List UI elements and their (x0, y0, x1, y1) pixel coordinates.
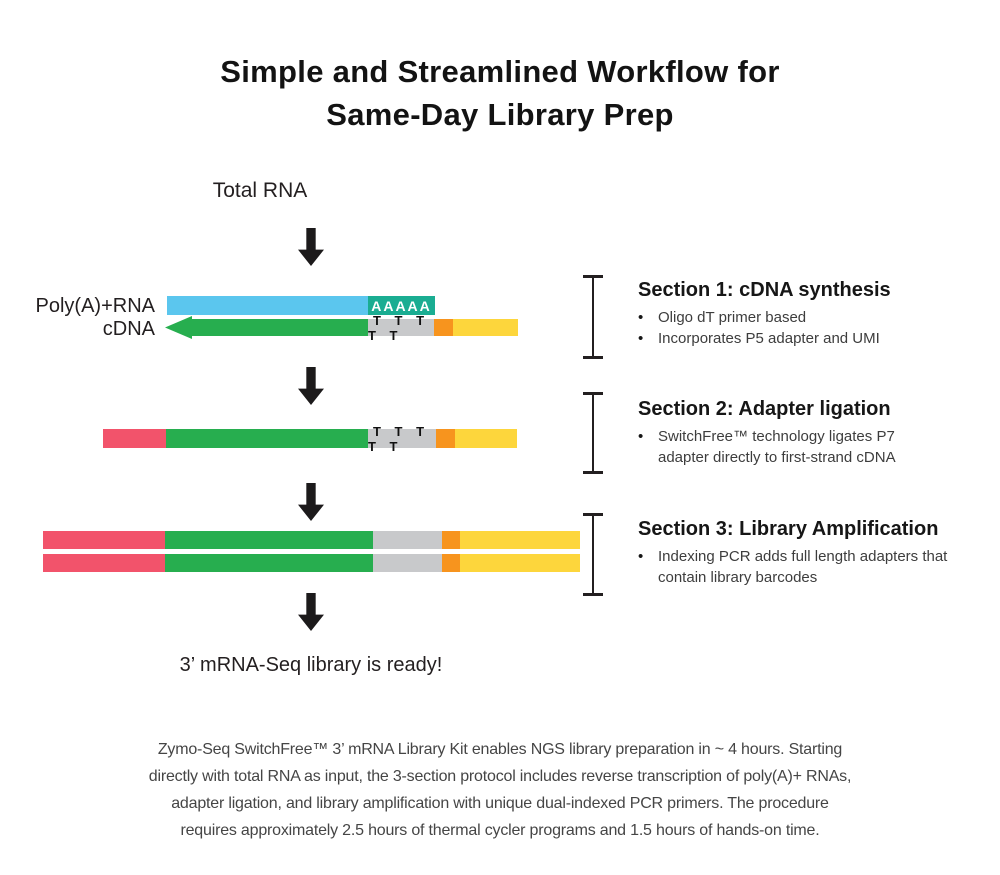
section-1-heading: Section 1: cDNA synthesis (638, 279, 891, 301)
footer-line-1: Zymo-Seq SwitchFree™ 3’ mRNA Library Kit… (157, 741, 843, 758)
polya-tail-letters: AAAAA (371, 297, 432, 314)
section-1-bullet-1: • Oligo dT primer based (638, 309, 807, 326)
full-p5-adapter-segment (460, 554, 580, 572)
section-2-bullet-1: • SwitchFree™ technology ligates P7 (638, 428, 895, 445)
oligo-dt-letters: T T T T T (368, 423, 430, 454)
umi-segment (436, 429, 455, 448)
bracket-stem (592, 278, 594, 356)
down-arrow-icon (298, 483, 324, 521)
oligo-dt-segment (373, 554, 442, 572)
polya-rna-label: Poly(A)+RNA (35, 295, 155, 317)
cdna-label: cDNA (102, 318, 155, 340)
section-3-bullet-1-cont: contain library barcodes (658, 569, 818, 586)
p5-adapter-segment (455, 429, 517, 448)
section-3-bracket (583, 513, 603, 596)
p5-adapter-segment (453, 319, 518, 336)
section-3-block: Section 3: Library Amplification • Index… (638, 517, 988, 588)
polya-tail-segment: AAAAA (368, 296, 435, 315)
oligo-dt-segment: T T T T T (368, 424, 436, 454)
oligo-dt-segment: T T T T T (368, 313, 434, 343)
section-2-heading: Section 2: Adapter ligation (638, 398, 891, 420)
section-1-block: Section 1: cDNA synthesis • Oligo dT pri… (638, 278, 988, 349)
p7-adapter-segment (103, 429, 166, 448)
library-ready-label: 3’ mRNA-Seq library is ready! (179, 654, 443, 676)
down-arrow-icon (298, 228, 324, 266)
full-p5-adapter-segment (460, 531, 580, 549)
footer-line-3: adapter ligation, and library amplificat… (171, 795, 829, 812)
page-title-line-2: Same-Day Library Prep (326, 97, 674, 132)
footer-line-2: directly with total RNA as input, the 3-… (148, 768, 852, 785)
section-1-bracket (583, 275, 603, 359)
section-2-bullet-1-cont: adapter directly to first-strand cDNA (658, 449, 896, 466)
bullet-dot: • (638, 330, 644, 347)
umi-segment (442, 554, 460, 572)
total-rna-label: Total RNA (212, 179, 308, 202)
cdna-body-segment (166, 429, 368, 448)
full-p7-adapter-segment (43, 531, 165, 549)
bracket-stem (592, 516, 594, 593)
page-title: Simple and Streamlined Workflow for Same… (0, 50, 1000, 136)
section-1-bullet-2: • Incorporates P5 adapter and UMI (638, 330, 880, 347)
rna-body-segment (167, 296, 368, 315)
cdna-body-segment (165, 531, 373, 549)
bullet-dot: • (638, 548, 644, 565)
bullet-dot: • (638, 309, 644, 326)
cdna-arrowhead-icon (165, 316, 192, 339)
full-p7-adapter-segment (43, 554, 165, 572)
cdna-body-segment (191, 319, 368, 336)
footer-description: Zymo-Seq SwitchFree™ 3’ mRNA Library Kit… (0, 736, 1000, 844)
page-title-line-1: Simple and Streamlined Workflow for (220, 54, 780, 89)
bracket-stem (592, 395, 594, 471)
umi-segment (442, 531, 460, 549)
down-arrow-icon (298, 367, 324, 405)
section-3-heading: Section 3: Library Amplification (638, 518, 939, 540)
section-2-bracket (583, 392, 603, 474)
bullet-dot: • (638, 428, 644, 445)
down-arrow-icon (298, 593, 324, 631)
section-3-bullet-1: • Indexing PCR adds full length adapters… (638, 548, 948, 565)
oligo-dt-letters: T T T T T (368, 312, 430, 343)
oligo-dt-segment (373, 531, 442, 549)
section-2-block: Section 2: Adapter ligation • SwitchFree… (638, 397, 988, 468)
cdna-body-segment (165, 554, 373, 572)
umi-segment (434, 319, 453, 336)
footer-line-4: requires approximately 2.5 hours of ther… (180, 822, 820, 839)
